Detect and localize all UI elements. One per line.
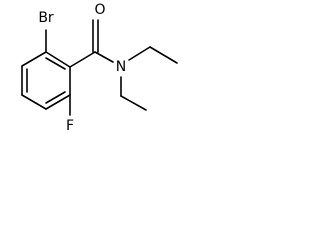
ring-bond-c2-c3	[21, 51, 47, 67]
bond-ethyl-upper-ch2-ch3	[149, 46, 178, 64]
bond-nitrogen-ethyl-upper-ch2	[128, 46, 151, 61]
benzene-ring	[21, 51, 71, 110]
ring-double-bond-inner-3	[45, 91, 66, 104]
atom-label-oxygen: O	[94, 2, 105, 18]
fluorine-label: F	[66, 118, 74, 134]
bromine-label: Br	[38, 10, 54, 26]
ring-bond-c5-c6	[45, 94, 71, 110]
atom-label-bromine: Br	[38, 10, 54, 26]
atom-label-nitrogen: N	[116, 59, 126, 75]
bond-ethyl-lower-ch2-ch3	[120, 95, 147, 111]
bond-carbonyl-nitrogen	[94, 51, 114, 63]
ring-double-bond-inner-1	[45, 57, 66, 70]
ring-bond-c1-c2	[45, 51, 71, 68]
nitrogen-label: N	[116, 59, 126, 75]
atom-label-fluorine: F	[66, 118, 74, 134]
ring-bond-c4-c5	[21, 94, 47, 110]
oxygen-label: O	[94, 2, 105, 18]
bond-ring-carbonyl	[69, 51, 96, 68]
chemical-structure: Br O N F	[21, 2, 178, 134]
